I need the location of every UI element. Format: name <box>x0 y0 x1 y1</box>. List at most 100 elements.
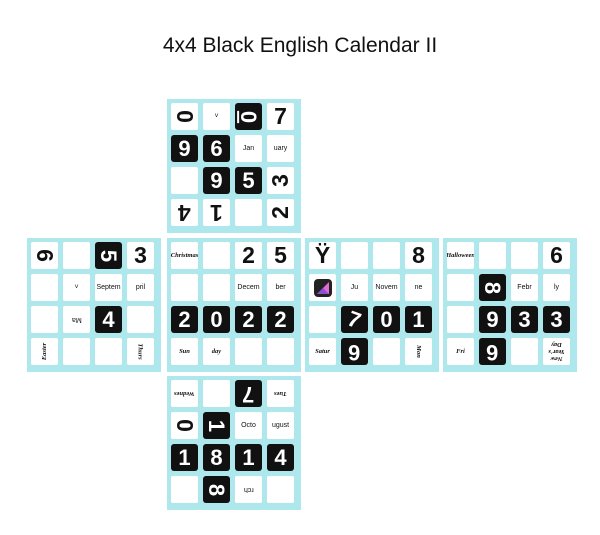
sticker-top-2-1: 9 <box>203 167 230 194</box>
sticker-back-1-0 <box>447 274 474 301</box>
sticker-left-3-3: Thurs <box>127 338 154 365</box>
sticker-label: 2 <box>242 306 255 332</box>
sticker-right-3-3: Mon <box>405 338 432 365</box>
sticker-front-2-0: 2 <box>171 306 198 333</box>
sticker-label: Septem <box>96 284 121 291</box>
sticker-front-3-1: day <box>203 338 230 365</box>
sticker-left-2-2: 4 <box>95 306 122 333</box>
sticker-bottom-2-1: 8 <box>203 444 230 471</box>
sticker-label: 6 <box>550 242 563 268</box>
sticker-label: 1 <box>210 200 223 226</box>
sticker-back-2-1: 9 <box>479 306 506 333</box>
sticker-label: 9 <box>486 306 499 332</box>
sticker-label: Ju <box>350 284 359 291</box>
sticker-back-0-1 <box>479 242 506 269</box>
sticker-label: Ma <box>71 316 82 323</box>
sticker-label: 9 <box>210 167 223 193</box>
sticker-label: Jan <box>242 145 255 152</box>
sticker-bottom-3-3 <box>267 476 294 503</box>
sticker-left-0-0: 6 <box>31 242 58 269</box>
sticker-label: 0 <box>236 110 262 123</box>
sticker-bottom-2-0: 1 <box>171 444 198 471</box>
sticker-bottom-3-2: rch <box>235 476 262 503</box>
sticker-front-3-2 <box>235 338 262 365</box>
sticker-left-0-3: 3 <box>127 242 154 269</box>
sticker-right-3-0: Satur <box>309 338 336 365</box>
sticker-right-0-3: 8 <box>405 242 432 269</box>
sticker-front-2-1: 0 <box>203 306 230 333</box>
sticker-bottom-1-0: 0 <box>171 412 198 439</box>
sticker-front-1-0 <box>171 274 198 301</box>
sticker-label: New Year's Day <box>548 341 565 362</box>
sticker-front-0-1 <box>203 242 230 269</box>
sticker-bottom-0-1 <box>203 380 230 407</box>
sticker-label: ugust <box>271 422 290 429</box>
sticker-back-0-2 <box>511 242 538 269</box>
sticker-label: Mon <box>415 345 422 358</box>
sticker-label: Christmas <box>171 252 198 259</box>
sticker-top-3-1: 1 <box>203 199 230 226</box>
sticker-left-1-3: pril <box>127 274 154 301</box>
app-icon <box>313 278 332 297</box>
sticker-label: 1 <box>412 306 425 332</box>
sticker-back-1-3: ly <box>543 274 570 301</box>
sticker-right-1-2: Novem <box>373 274 400 301</box>
sticker-label: Easter <box>41 342 48 361</box>
sticker-label: 6 <box>31 249 58 262</box>
sticker-label: ˅ <box>74 284 79 291</box>
sticker-label: Febr <box>517 284 532 291</box>
sticker-label: 4 <box>102 306 115 332</box>
sticker-top-3-3: 2 <box>267 199 294 226</box>
sticker-bottom-3-0 <box>171 476 198 503</box>
sticker-top-1-0: 9 <box>171 135 198 162</box>
sticker-top-2-0 <box>171 167 198 194</box>
sticker-label: 1 <box>242 444 255 470</box>
sticker-right-2-3: 1 <box>405 306 432 333</box>
sticker-front-0-2: 2 <box>235 242 262 269</box>
sticker-back-2-3: 3 <box>543 306 570 333</box>
sticker-label: 5 <box>96 249 122 262</box>
sticker-label: ˅ <box>214 113 219 120</box>
sticker-label: 3 <box>134 242 147 268</box>
sticker-label: 5 <box>274 242 287 268</box>
sticker-right-1-1: Ju <box>341 274 368 301</box>
sticker-label: 0 <box>171 110 198 123</box>
sticker-label: ber <box>275 284 286 291</box>
sticker-label: 1 <box>204 419 230 432</box>
sticker-label: 4 <box>274 444 287 470</box>
sticker-bottom-1-1: 1 <box>203 412 230 439</box>
sticker-bottom-3-1: 8 <box>203 476 230 503</box>
sticker-left-3-1 <box>63 338 90 365</box>
sticker-label: Thurs <box>136 343 144 360</box>
sticker-label: Ÿ <box>314 242 331 268</box>
sticker-label: ly <box>553 284 560 291</box>
sticker-label: Tues <box>274 390 287 397</box>
sticker-label: 9 <box>178 135 191 161</box>
sticker-label: 6 <box>486 339 499 365</box>
sticker-label: 2 <box>267 206 293 219</box>
sticker-label: 2 <box>178 306 191 332</box>
sticker-back-3-3: New Year's Day <box>543 338 570 365</box>
sticker-front-0-3: 5 <box>267 242 294 269</box>
sticker-top-1-1: 6 <box>203 135 230 162</box>
sticker-label: Sun <box>179 348 190 355</box>
sticker-label: 0 <box>171 419 198 432</box>
sticker-top-0-1: ˅ <box>203 103 230 130</box>
sticker-label: 1 <box>178 444 191 470</box>
sticker-front-2-2: 2 <box>235 306 262 333</box>
sticker-label: uary <box>273 145 288 152</box>
sticker-top-3-0: 4 <box>171 199 198 226</box>
sticker-label: rch <box>243 486 254 493</box>
sticker-bottom-2-2: 1 <box>235 444 262 471</box>
sticker-right-2-2: 0 <box>373 306 400 333</box>
sticker-label: 3 <box>267 174 293 187</box>
sticker-label: 2 <box>242 242 255 268</box>
sticker-label: ne <box>414 284 423 291</box>
sticker-left-1-2: Septem <box>95 274 122 301</box>
sticker-left-1-1: ˅ <box>63 274 90 301</box>
sticker-bottom-2-3: 4 <box>267 444 294 471</box>
sticker-left-1-0 <box>31 274 58 301</box>
